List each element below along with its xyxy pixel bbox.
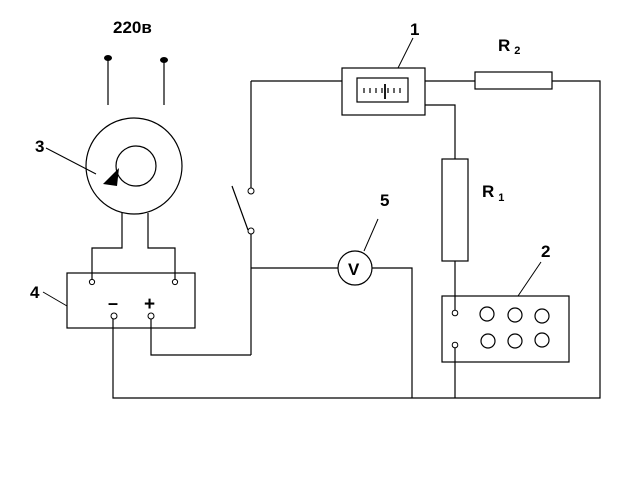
autotransformer-label-leader [45, 147, 97, 175]
supply-voltage-label: 220в [113, 18, 152, 37]
rectifier-minus-terminal [110, 312, 118, 320]
meter-number-label: 1 [410, 20, 419, 39]
autotransformer-number-label: 3 [35, 137, 44, 156]
meter-housing [341, 67, 426, 116]
autotransformer-outer-ring [85, 117, 183, 215]
autotransformer-output-right [147, 213, 176, 280]
rectifier-number-label: 4 [30, 283, 40, 302]
autotransformer-output-left [91, 213, 123, 280]
resistance-box-plug [534, 308, 550, 324]
meter: 1 [341, 20, 426, 116]
voltmeter-symbol: V [348, 260, 360, 279]
switch-blade [231, 185, 249, 231]
resistance-box-number-label: 2 [541, 242, 550, 261]
resistance-box-label-leader [517, 261, 542, 297]
resistor-r1-letter: R [482, 182, 494, 201]
rectifier-plus-sign: + [144, 294, 155, 315]
voltmeter-label-leader [363, 218, 379, 252]
rectifier-ac-terminal-left [88, 278, 96, 286]
circuit-wiring [112, 80, 601, 399]
wire-plus-to-switch [150, 319, 251, 356]
resistance-box-body [441, 295, 570, 363]
resistance-box-plug [507, 307, 523, 323]
resistance-box-plugs [479, 306, 550, 349]
resistance-box-plug [480, 333, 496, 349]
voltmeter: V 5 [337, 191, 389, 286]
resistor-r2-subscript: 2 [514, 45, 520, 57]
rectifier-minus-sign: – [108, 293, 118, 313]
wire-voltmeter-to-return [372, 267, 413, 398]
resistance-box-terminal-top [451, 309, 459, 317]
voltmeter-number-label: 5 [380, 191, 389, 210]
meter-label-leader [397, 37, 414, 69]
resistance-box-plug [534, 332, 550, 348]
rectifier-ac-terminal-right [171, 278, 179, 286]
resistance-box: 2 [441, 242, 570, 363]
resistor-r1-subscript: 1 [498, 192, 504, 204]
rectifier-box [66, 272, 196, 329]
resistance-box-plug [507, 333, 523, 349]
resistance-box-terminal-bottom [451, 341, 459, 349]
mains-supply: 220в [104, 18, 168, 105]
resistor-r2-body [474, 71, 553, 90]
resistor-r1-body [441, 158, 469, 262]
rectifier-label-leader [42, 291, 68, 307]
rectifier: – + 4 [30, 272, 196, 329]
meter-scale-window [356, 77, 409, 103]
wire-meter-to-r1 [425, 104, 456, 159]
autotransformer-slider-arrow [103, 168, 119, 186]
switch-pivot-contact [247, 227, 255, 235]
autotransformer-inner-core [115, 145, 157, 187]
wire-r2-return [112, 80, 601, 399]
switch-upper-contact [247, 187, 255, 195]
resistance-box-plug [479, 306, 495, 322]
switch [231, 81, 255, 355]
meter-scale-ticks [363, 88, 401, 93]
autotransformer: 3 [35, 117, 183, 280]
resistor-r2-letter: R [498, 36, 510, 55]
